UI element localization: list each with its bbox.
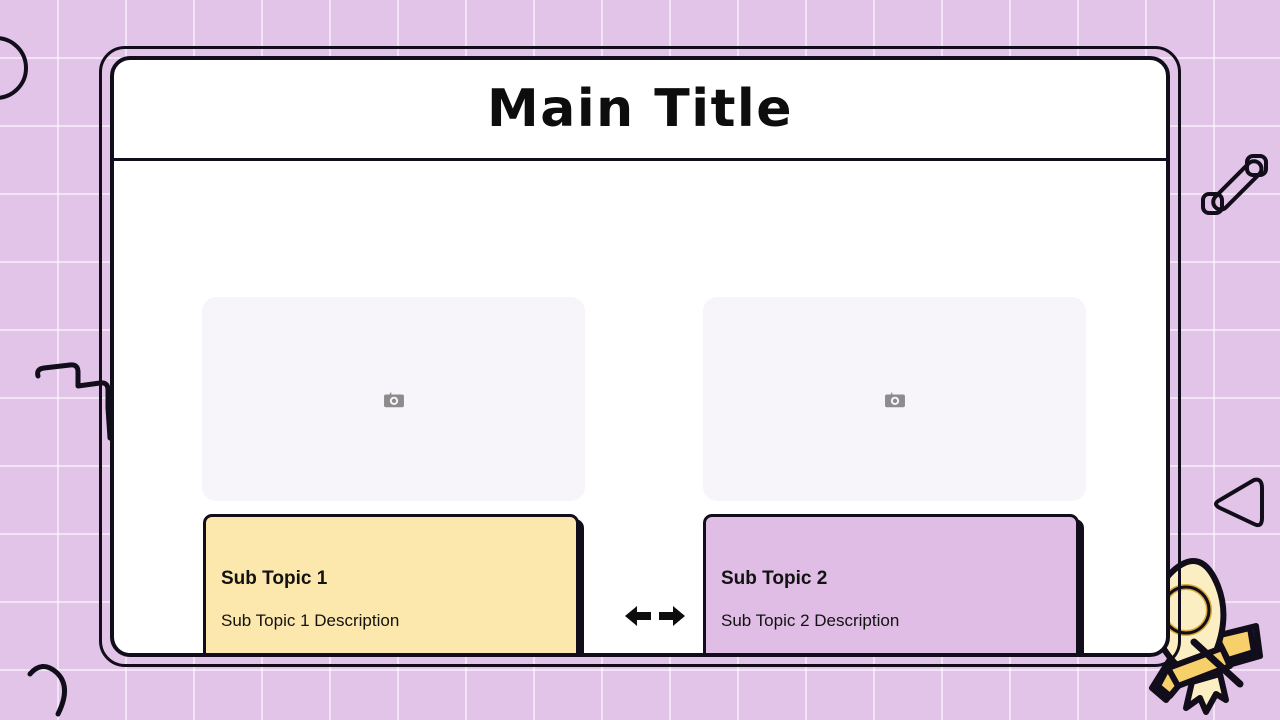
image-placeholder-left[interactable]: [202, 297, 585, 501]
topic-card-1[interactable]: Sub Topic 1 Sub Topic 1 Description: [203, 514, 579, 653]
slash-dots-doodle: [1201, 154, 1268, 215]
page-title: Main Title: [486, 79, 794, 139]
outer-frame-border: [99, 46, 1181, 667]
slide-body: Sub Topic 1 Sub Topic 1 Description Sub …: [114, 161, 1166, 653]
topic-card-2-description: Sub Topic 2 Description: [721, 611, 900, 630]
camera-icon: [383, 391, 404, 407]
image-placeholder-right[interactable]: [703, 297, 1086, 501]
slide-header: Main Title: [114, 60, 1166, 161]
topic-card-2-heading: Sub Topic 2: [721, 568, 828, 589]
topic-card-1-description: Sub Topic 1 Description: [221, 611, 400, 630]
camera-icon: [884, 391, 905, 407]
topic-card-2[interactable]: Sub Topic 2 Sub Topic 2 Description: [703, 514, 1079, 653]
crescent-outline-doodle: [27, 664, 67, 717]
circle-outline-doodle: [0, 36, 28, 100]
swap-arrows: [615, 596, 695, 636]
left-right-arrows-icon: [625, 606, 685, 626]
triangle-outline-doodle: [1214, 477, 1264, 528]
slide-panel: Main Title Sub: [110, 56, 1170, 657]
topic-card-1-heading: Sub Topic 1: [221, 568, 328, 589]
